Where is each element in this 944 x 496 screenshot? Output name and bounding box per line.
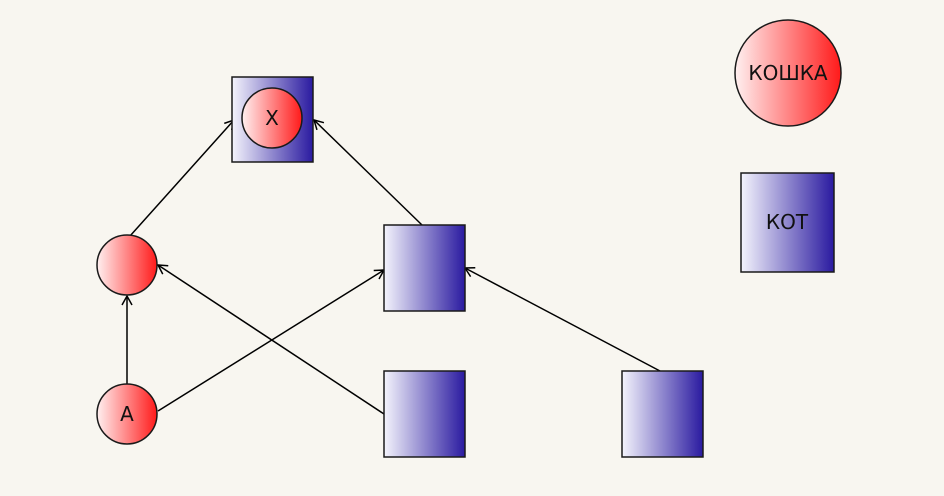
legend-square-label: КОТ: [766, 210, 809, 234]
node-x-box[interactable]: X: [231, 76, 314, 163]
edge-a-to-square-mid: [157, 269, 386, 412]
node-circle-mid-shape: [96, 234, 158, 296]
node-circle-mid[interactable]: [96, 234, 158, 296]
edge-square-bottom-right-to-square-mid: [463, 267, 661, 372]
node-square-bottom-mid-shape: [383, 370, 466, 458]
edge-square-bottom-mid-to-circle-mid: [156, 264, 385, 415]
legend-square-shape: [740, 172, 835, 273]
node-square-mid[interactable]: [383, 224, 466, 312]
edge-square-mid-to-x-box: [312, 118, 423, 226]
edge-circle-mid-to-x-box: [129, 118, 236, 237]
node-square-bottom-right[interactable]: [621, 370, 704, 458]
node-a[interactable]: A: [96, 383, 158, 445]
node-a-shape: [96, 383, 158, 445]
node-square-bottom-mid[interactable]: [383, 370, 466, 458]
legend-circle: КОШКА: [734, 19, 842, 127]
node-x-circle: [241, 87, 303, 149]
legend-circle-label: КОШКА: [748, 61, 828, 85]
legend-square: КОТ: [740, 172, 835, 273]
legend-circle-shape: [734, 19, 842, 127]
node-x-label: X: [265, 106, 279, 130]
edges: [121, 118, 661, 415]
node-square-mid-shape: [383, 224, 466, 312]
node-square-bottom-right-shape: [621, 370, 704, 458]
node-a-label: A: [120, 402, 134, 426]
